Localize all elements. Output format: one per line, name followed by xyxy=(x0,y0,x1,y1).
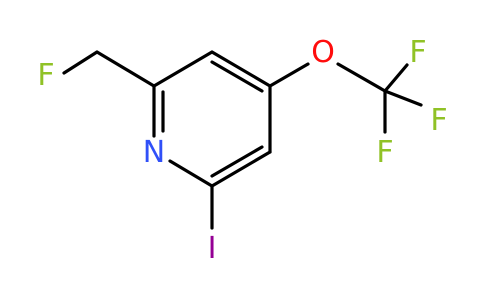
bond-c2-c3 xyxy=(152,50,214,88)
atom-label-n-ring: N xyxy=(143,135,165,170)
atom-label-f-ch2: F xyxy=(37,58,54,93)
bond-c3-c4 xyxy=(210,50,272,88)
bond-cf3-f-top xyxy=(383,63,409,93)
atom-label-o-ether: O xyxy=(311,35,335,70)
bond-c5-c6 xyxy=(210,150,272,188)
bond-cf3-f-right xyxy=(383,89,423,107)
bond-c6-n xyxy=(168,159,214,188)
atom-label-f-cf3-right: F xyxy=(430,103,447,138)
atom-label-f-cf3-top: F xyxy=(409,35,426,70)
bond-ch2-f xyxy=(62,50,99,75)
bond-c2-ch2 xyxy=(95,50,156,88)
atom-label-i-ring: I xyxy=(208,231,217,266)
atom-label-f-cf3-bottom: F xyxy=(376,135,393,170)
bond-c5-c6-inner xyxy=(210,145,264,178)
bond-c4-o xyxy=(268,62,310,88)
bond-c3-c4-inner xyxy=(210,60,264,93)
bond-o-cf3 xyxy=(336,62,387,93)
